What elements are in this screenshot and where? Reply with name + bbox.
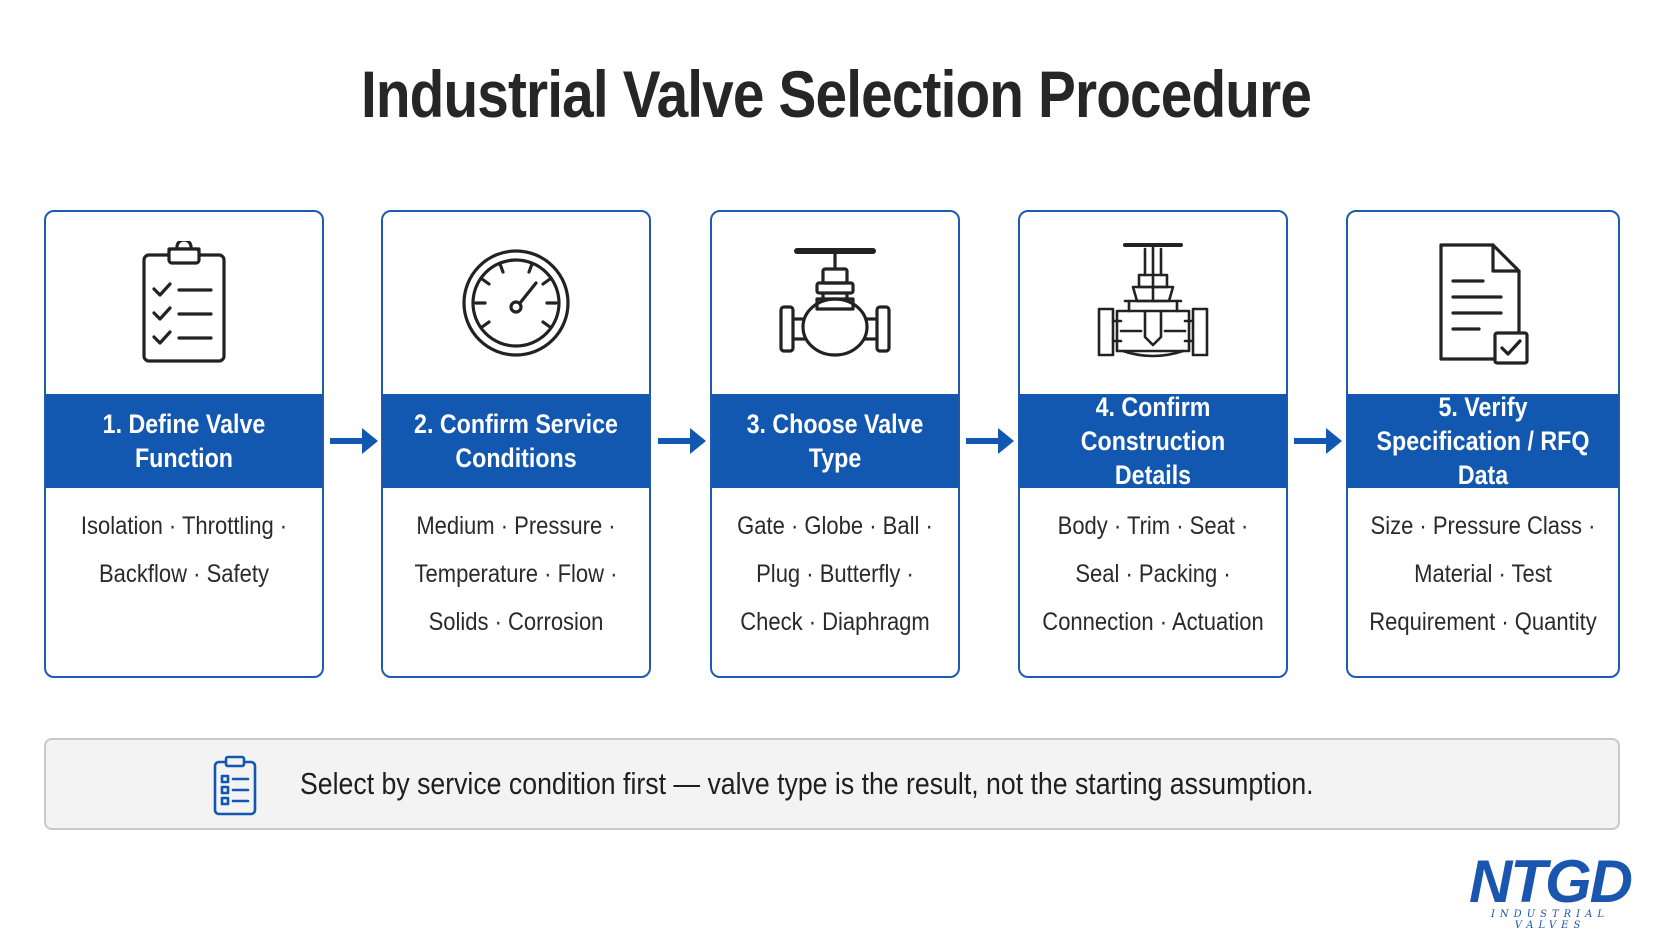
step-item-line: Seal · Packing ·: [1075, 560, 1231, 588]
step-item-line: Check · Diaphragm: [740, 608, 930, 636]
page-title: Industrial Valve Selection Procedure: [360, 57, 1312, 131]
step-card-1: 1. Define Valve Function Isolation · Thr…: [44, 210, 324, 678]
flow-arrow-icon: [658, 428, 706, 454]
step-items-5: Size · Pressure Class · Material · Test …: [1348, 502, 1618, 646]
flow-arrow-icon: [330, 428, 378, 454]
step-label-1: 1. Define Valve Function: [46, 394, 322, 488]
step-item-line: Material · Test: [1414, 560, 1552, 588]
step-label-3: 3. Choose Valve Type: [712, 394, 958, 488]
step-item-line: Isolation · Throttling ·: [80, 512, 288, 540]
step-items-1: Isolation · Throttling · Backflow · Safe…: [46, 502, 322, 598]
step-label-2: 2. Confirm Service Conditions: [383, 394, 649, 488]
step-item-line: Body · Trim · Seat ·: [1057, 512, 1249, 540]
step-label-5: 5. Verify Specification / RFQ Data: [1348, 392, 1618, 490]
step-items-4: Body · Trim · Seat · Seal · Packing · Co…: [1020, 502, 1286, 646]
step-item-line: Gate · Globe · Ball ·: [737, 512, 933, 540]
procedure-steps: 1. Define Valve Function Isolation · Thr…: [44, 210, 1620, 678]
logo-mark: NTGD: [1469, 848, 1633, 915]
step-card-4: 4. Confirm Construction Details Body · T…: [1018, 210, 1288, 678]
logo-subtitle: INDUSTRIAL VALVES: [1490, 909, 1609, 931]
step-item-line: Requirement · Quantity: [1369, 608, 1597, 636]
flow-arrow-icon: [1294, 428, 1342, 454]
step-item-line: Size · Pressure Class ·: [1370, 512, 1596, 540]
step-items-3: Gate · Globe · Ball · Plug · Butterfly ·…: [712, 502, 958, 646]
step-item-line: Backflow · Safety: [99, 560, 269, 588]
valve-icon: [712, 212, 958, 394]
step-item-line: Connection · Actuation: [1042, 608, 1264, 636]
step-card-3: 3. Choose Valve Type Gate · Globe · Ball…: [710, 210, 960, 678]
guidance-text: Select by service condition first — valv…: [300, 766, 1314, 801]
gate-valve-cross-section-icon: [1020, 212, 1286, 394]
clipboard-checklist-icon: [46, 212, 322, 394]
clipboard-list-icon: [213, 755, 257, 816]
document-check-icon: [1348, 212, 1618, 394]
pressure-gauge-icon: [383, 212, 649, 394]
guidance-note: Select by service condition first — valv…: [44, 738, 1620, 830]
step-card-5: 5. Verify Specification / RFQ Data Size …: [1346, 210, 1620, 678]
step-item-line: Temperature · Flow ·: [414, 560, 618, 588]
company-logo: NTGD INDUSTRIAL VALVES: [1452, 848, 1648, 932]
step-items-2: Medium · Pressure · Temperature · Flow ·…: [383, 502, 649, 646]
step-card-2: 2. Confirm Service Conditions Medium · P…: [381, 210, 651, 678]
flow-arrow-icon: [966, 428, 1014, 454]
step-item-line: Plug · Butterfly ·: [756, 560, 914, 588]
step-label-4: 4. Confirm Construction Details: [1020, 392, 1286, 490]
step-item-line: Solids · Corrosion: [428, 608, 604, 636]
step-item-line: Medium · Pressure ·: [416, 512, 616, 540]
